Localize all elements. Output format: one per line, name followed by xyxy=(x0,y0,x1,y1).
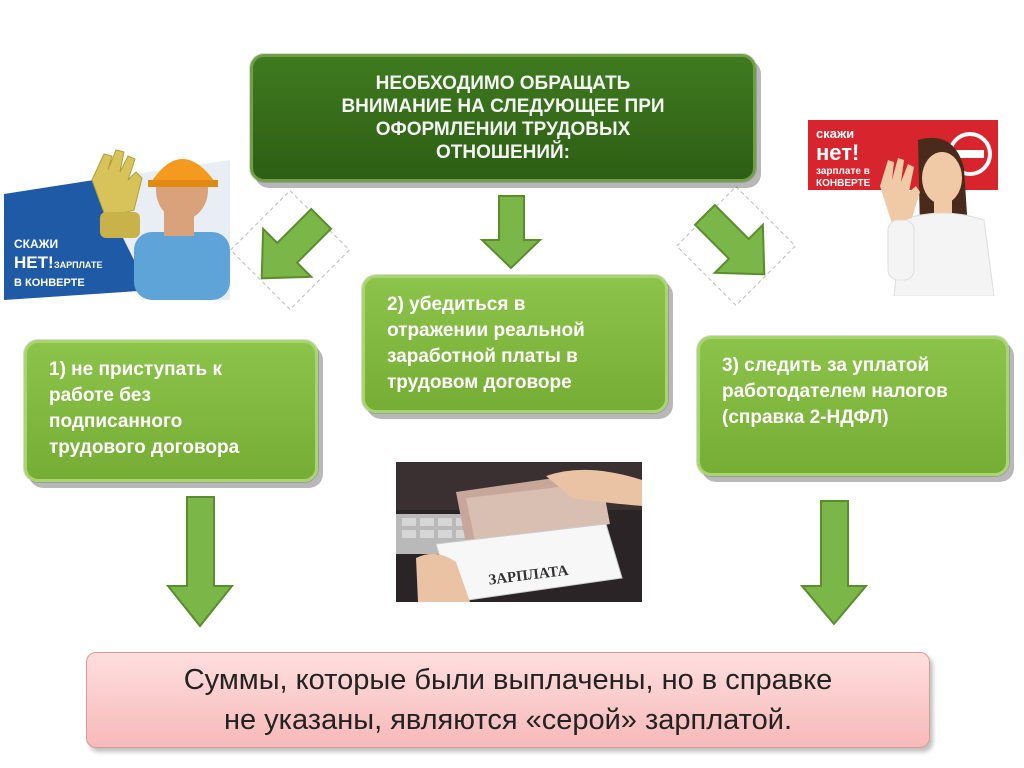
step-box-3: 3) следить за уплатой работодателем нало… xyxy=(697,336,1009,476)
step-text-3: 3) следить за уплатой работодателем нало… xyxy=(722,355,948,428)
conclusion-text: Суммы, которые были выплачены, но в спра… xyxy=(183,664,833,736)
left-banner-line3: ЗАРПЛАТЕ xyxy=(54,260,102,270)
arrow-down-center xyxy=(479,195,543,270)
worker-photo: СКАЖИ НЕТ! ЗАРПЛАТЕ В КОНВЕРТЕ xyxy=(4,140,230,300)
envelope-photo: ЗАРПЛАТА xyxy=(396,462,642,602)
step-text-1: 1) не приступать к работе без подписанно… xyxy=(49,359,240,458)
woman-photo: скажи нет! зарплате в КОНВЕРТЕ xyxy=(808,120,1000,296)
conclusion-box: Суммы, которые были выплачены, но в спра… xyxy=(86,652,930,748)
arrow-down-left xyxy=(229,189,351,311)
left-banner-line4: В КОНВЕРТЕ xyxy=(14,277,85,289)
right-banner-line1: скажи xyxy=(816,126,854,141)
arrow-down-bottom-right xyxy=(799,500,869,626)
arrow-down-bottom-left xyxy=(165,496,235,628)
right-banner-line3: зарплате в xyxy=(816,166,870,177)
step-box-2: 2) убедиться в отражении реальной зарабо… xyxy=(362,275,668,413)
right-banner-line2: нет! xyxy=(816,140,859,165)
arrow-down-right xyxy=(675,185,797,307)
right-banner-line4: КОНВЕРТЕ xyxy=(816,178,871,189)
step-text-2: 2) убедиться в отражении реальной зарабо… xyxy=(387,294,585,393)
header-box: НЕОБХОДИМО ОБРАЩАТЬ ВНИМАНИЕ НА СЛЕДУЮЩЕ… xyxy=(250,54,756,182)
step-box-1: 1) не приступать к работе без подписанно… xyxy=(24,340,318,482)
left-banner-line2: НЕТ! xyxy=(14,253,54,272)
header-text: НЕОБХОДИМО ОБРАЩАТЬ ВНИМАНИЕ НА СЛЕДУЮЩЕ… xyxy=(341,73,665,163)
left-banner-line1: СКАЖИ xyxy=(14,237,58,251)
